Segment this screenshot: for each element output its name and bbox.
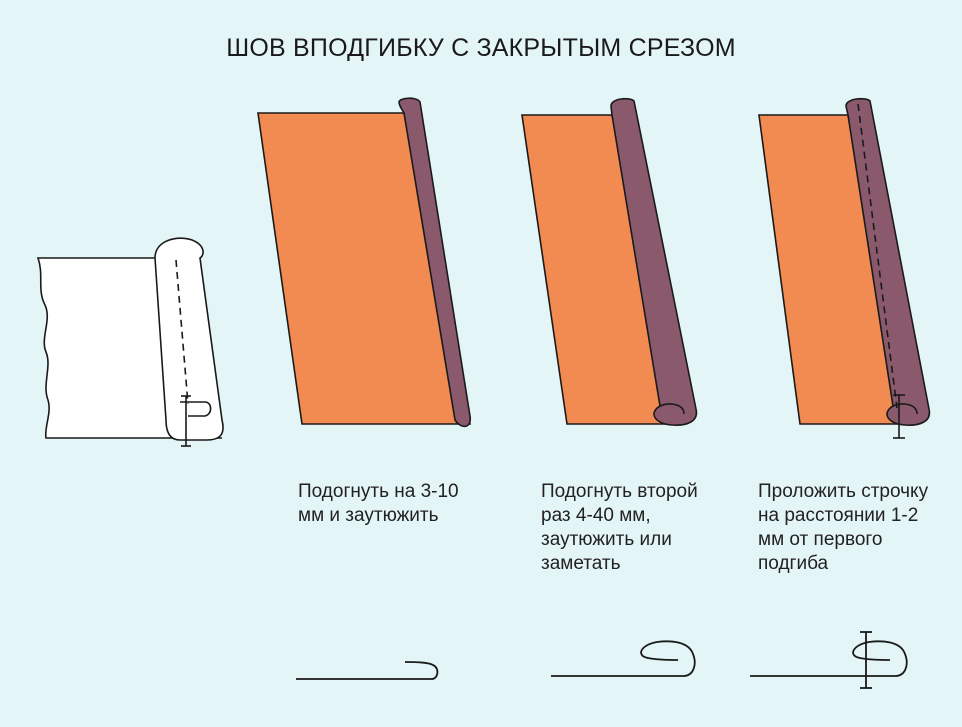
step-2-caption: Подогнуть второй раз 4-40 мм, заутюжить … [541,481,698,574]
diagram-title: ШОВ ВПОДГИБКУ С ЗАКРЫТЫМ СРЕЗОМ [226,34,736,62]
step-3-stitch-line [857,103,898,409]
step-2-fold-curl [659,403,685,415]
step-2-fold [610,97,698,426]
step-2-illustration [521,97,698,426]
step-3-fold [845,97,931,426]
step-3-illustration [758,97,931,439]
step-3-fold-curl [892,403,918,415]
step-1-fold [398,97,472,428]
step-1-profile [296,661,439,680]
schematic-roll-inner [180,401,212,417]
step-2-profile [551,640,696,677]
step-1-illustration [257,97,472,428]
schematic-roll [154,237,224,441]
schematic-overview [36,237,224,447]
step-3-caption: Проложить строчку на расстоянии 1-2 мм о… [758,481,929,574]
step-1-caption: Подогнуть на 3-10 мм и заутюжить [298,481,459,526]
step-3-profile [750,640,908,677]
schematic-stitch-line [175,259,189,405]
